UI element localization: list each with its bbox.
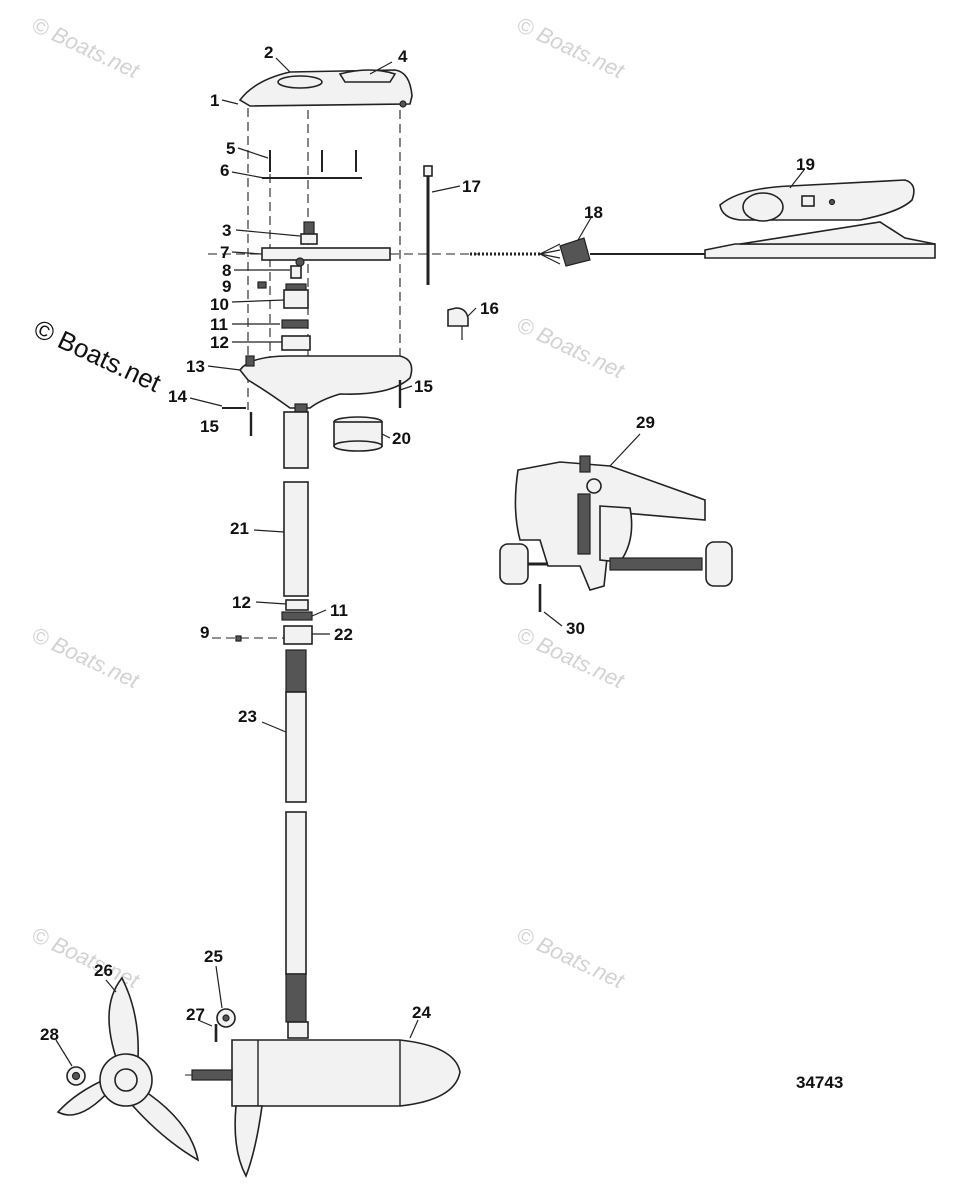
label-part-9-top: 9	[222, 277, 231, 296]
label-part-24: 24	[412, 1003, 431, 1022]
watermark-7: © Boats.net	[513, 922, 629, 994]
upper-shaft	[283, 411, 309, 469]
watermark-4: © Boats.net	[28, 622, 144, 694]
lower-housing-13	[238, 355, 413, 413]
watermark-main: © Boats.net	[29, 313, 166, 398]
label-part-10: 10	[210, 295, 229, 314]
label-part-15-right: 15	[414, 377, 433, 396]
watermark-2: © Boats.net	[513, 12, 629, 84]
label-part-23: 23	[238, 707, 257, 726]
label-part-20: 20	[392, 429, 411, 448]
label-part-15-left: 15	[200, 417, 219, 436]
tube-21	[283, 481, 309, 597]
nut-25	[216, 1008, 236, 1028]
cable-tie-17	[423, 165, 433, 285]
label-part-8: 8	[222, 261, 231, 280]
motor-24	[231, 1021, 461, 1178]
label-part-19: 19	[796, 155, 815, 174]
label-part-30: 30	[566, 619, 585, 638]
top-stack	[257, 265, 311, 351]
label-part-12-bottom: 12	[232, 593, 251, 612]
leader-lines	[55, 57, 805, 1067]
watermark-1: © Boats.net	[28, 12, 144, 84]
watermark-3: © Boats.net	[513, 312, 629, 384]
label-part-12-top: 12	[210, 333, 229, 352]
head-cover	[238, 69, 413, 108]
clip-16	[447, 307, 469, 340]
label-part-25: 25	[204, 947, 223, 966]
label-part-27: 27	[186, 1005, 205, 1024]
foot-pedal-19	[704, 179, 936, 259]
board-7	[261, 247, 391, 267]
label-part-9-bottom: 9	[200, 623, 209, 642]
cable-18	[470, 237, 705, 267]
label-part-13: 13	[186, 357, 205, 376]
label-part-28: 28	[40, 1025, 59, 1044]
label-part-22: 22	[334, 625, 353, 644]
label-part-3: 3	[222, 221, 231, 240]
watermark-6: © Boats.net	[28, 922, 144, 994]
label-part-6: 6	[220, 161, 229, 180]
label-part-11-top: 11	[210, 315, 228, 334]
label-part-16: 16	[480, 299, 499, 318]
label-part-11-bottom: 11	[330, 601, 348, 620]
label-part-4: 4	[398, 47, 408, 66]
label-part-5: 5	[226, 139, 235, 158]
label-part-29: 29	[636, 413, 655, 432]
part-labels: 1 2 4 5 6 3 7 8 9 10 11 12 13 14 15 15 1…	[40, 43, 815, 1044]
label-part-18: 18	[584, 203, 603, 222]
switch-3	[300, 221, 318, 245]
label-part-7: 7	[220, 243, 229, 262]
label-part-14: 14	[168, 387, 187, 406]
label-part-21: 21	[230, 519, 249, 538]
label-part-26: 26	[94, 961, 113, 980]
screws-5	[269, 150, 357, 172]
shaft-23	[285, 649, 307, 1023]
screws-15	[249, 380, 402, 436]
collar-20	[333, 416, 383, 452]
label-part-1: 1	[210, 91, 219, 110]
label-part-17: 17	[462, 177, 481, 196]
diagram-number: 34743	[796, 1073, 843, 1092]
lower-stack	[235, 599, 313, 645]
clamp-bracket-29	[499, 455, 733, 591]
nut-28	[66, 1066, 86, 1086]
label-part-2: 2	[264, 43, 273, 62]
propeller-26	[56, 976, 233, 1162]
